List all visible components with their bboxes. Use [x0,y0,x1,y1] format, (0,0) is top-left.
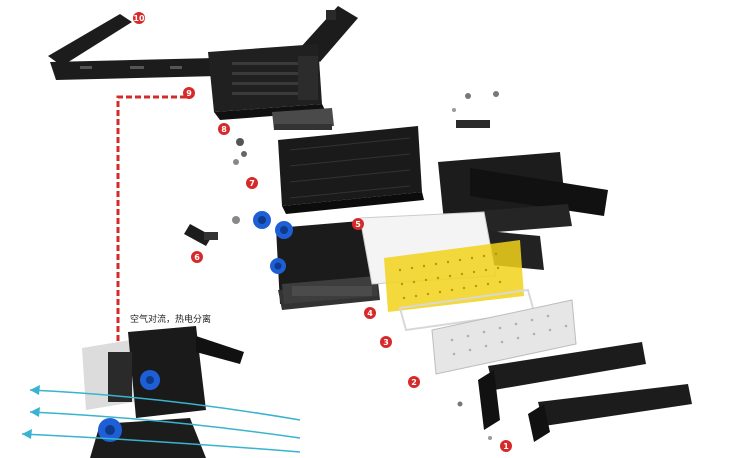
screw-set-icon [233,138,247,165]
badge-part-10: 10 [133,12,145,24]
badge-circle [191,251,203,263]
badge-number: 6 [194,253,200,262]
badge-part-4: 4 [364,307,376,319]
part-number-badges: 1 2 3 4 5 6 7 8 9 10 [133,12,512,452]
badge-part-8: 8 [218,123,230,135]
badge-number: 1 [503,442,509,451]
badge-part-9: 9 [183,87,195,99]
badge-circle [218,123,230,135]
badge-part-1: 1 [500,440,512,452]
badge-number: 8 [221,125,227,134]
lens-icon [431,299,577,375]
separation-line [116,95,186,348]
caption-text: 空气对流，热电分离 [130,313,211,325]
visor-icon [457,342,692,442]
driver-box-icon [208,44,326,120]
heatsink-housing-icon [278,126,424,214]
badge-part-6: 6 [191,251,203,263]
badge-number: 5 [355,220,361,229]
badge-circle [133,12,145,24]
badge-part-7: 7 [246,177,258,189]
led-board-icon [359,211,524,312]
badge-circle [500,440,512,452]
knob-icon [253,211,293,274]
badge-circle [352,218,364,230]
badge-circle [380,336,392,348]
badge-circle [246,177,258,189]
airflow-arrows-icon [21,385,301,453]
badge-circle [364,307,376,319]
badge-number: 3 [383,338,389,347]
badge-number: 4 [367,309,373,318]
badge-number: 10 [133,14,145,23]
badge-part-3: 3 [380,336,392,348]
badge-part-5: 5 [352,218,364,230]
badge-number: 7 [249,179,255,188]
badge-number: 2 [411,378,417,387]
connector-box-icon [272,108,334,130]
cable-gland-icon [184,216,240,246]
airflow-knob-icon [98,370,160,442]
badge-part-2: 2 [408,376,420,388]
badge-circle [183,87,195,99]
led-module-icon [438,91,608,236]
badge-circle [408,376,420,388]
badge-number: 9 [186,89,192,98]
